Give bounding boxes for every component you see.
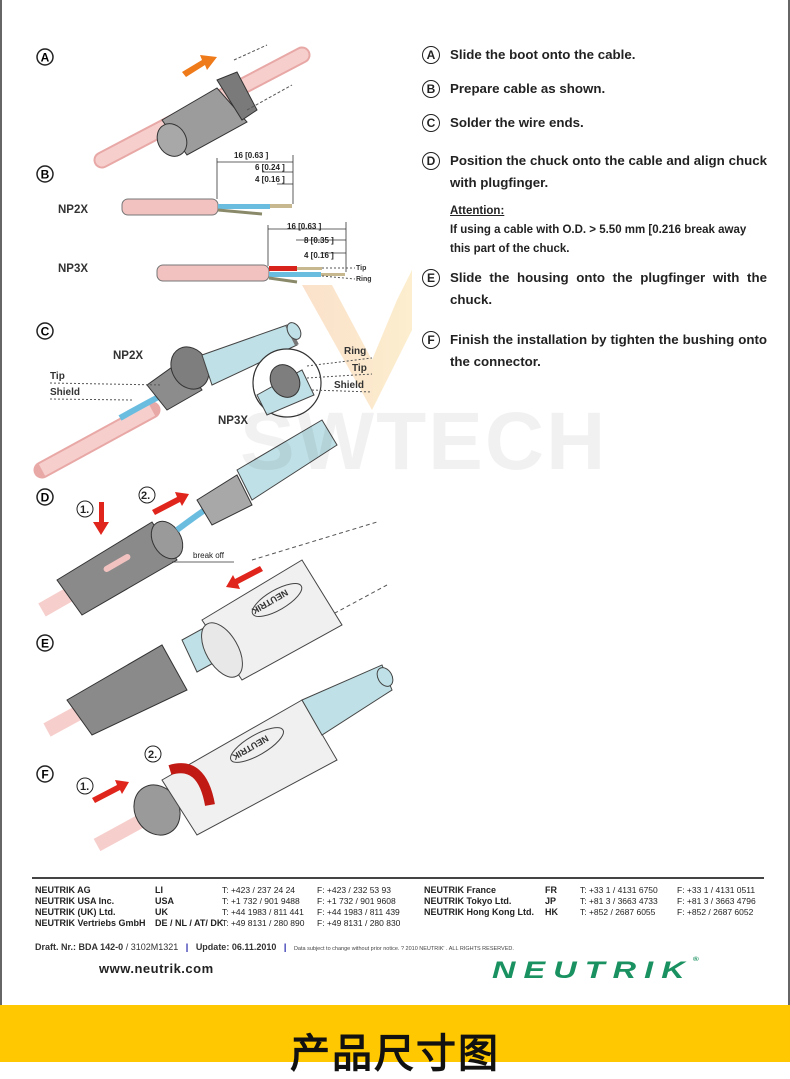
- svg-text:8 [0.35 ]: 8 [0.35 ]: [304, 236, 334, 245]
- section-label-f: F: [36, 765, 54, 783]
- svg-text:6 [0.24 ]: 6 [0.24 ]: [255, 163, 285, 172]
- svg-text:Tip: Tip: [356, 265, 366, 272]
- svg-text:1.: 1.: [80, 781, 89, 793]
- step-letter-b: B: [422, 80, 440, 98]
- section-label-c: C: [36, 322, 54, 340]
- attention-text: If using a cable with O.D. > 5.50 mm [0.…: [450, 224, 747, 255]
- instruction-steps: A Slide the boot onto the cable. B Prepa…: [422, 44, 767, 373]
- step-c: C Solder the wire ends.: [422, 112, 767, 134]
- assembly-illustrations: A B C D E F NP2X: [33, 44, 412, 852]
- svg-text:E: E: [41, 637, 49, 651]
- svg-text:2.: 2.: [148, 749, 157, 761]
- step-b: B Prepare cable as shown.: [422, 78, 767, 100]
- step-a: A Slide the boot onto the cable.: [422, 44, 767, 66]
- step-text: Position the chuck onto the cable and al…: [450, 153, 767, 190]
- svg-text:16 [0.63 ]: 16 [0.63 ]: [234, 151, 269, 160]
- draft-code: / 3102M1321: [123, 942, 179, 952]
- section-label-e: E: [36, 634, 54, 652]
- separator: |: [283, 942, 287, 952]
- svg-text:NP3X: NP3X: [218, 415, 248, 427]
- illustration-d-chuck: 1. 2. break off: [38, 419, 388, 621]
- svg-text:Tip: Tip: [50, 371, 65, 382]
- attention-note: Attention: If using a cable with O.D. > …: [422, 202, 767, 259]
- draft-number: Draft. Nr.: BDA 142-0: [35, 942, 124, 952]
- step-letter-f: F: [422, 331, 440, 349]
- illustration-a-boot: [93, 44, 311, 169]
- step-text: Solder the wire ends.: [450, 115, 584, 130]
- svg-text:F: F: [41, 768, 48, 782]
- svg-text:D: D: [41, 491, 50, 505]
- neutrik-logo: NEUTRIK®: [492, 957, 699, 984]
- svg-text:Tip: Tip: [352, 363, 367, 374]
- step-e: E Slide the housing onto the plugfinger …: [422, 267, 767, 311]
- step-letter-d: D: [422, 152, 440, 170]
- step-letter-e: E: [422, 269, 440, 287]
- svg-text:Shield: Shield: [50, 387, 80, 398]
- illustration-f-bushing: NEUTRIK 1. 2.: [76, 664, 394, 852]
- arrow-icon: [182, 55, 217, 77]
- update-date: Update: 06.11.2010: [195, 942, 277, 952]
- section-label-a: A: [36, 48, 54, 66]
- svg-text:Ring: Ring: [344, 346, 366, 357]
- svg-text:Shield: Shield: [334, 380, 364, 391]
- section-banner: 产品尺寸图: [0, 1005, 790, 1077]
- np2x-label: NP2X: [58, 204, 88, 216]
- separator: |: [185, 942, 189, 952]
- illustration-b-cable-prep: NP2X 16 [0.63 ] 6 [0.24 ] 4 [0.16 ] NP3X: [58, 151, 372, 284]
- watermark: SWTECH: [240, 396, 608, 487]
- step-text: Slide the housing onto the plugfinger wi…: [450, 270, 767, 307]
- step-text: Prepare cable as shown.: [450, 81, 606, 96]
- illustration-e-housing: NEUTRIK: [43, 559, 343, 737]
- draft-line: Draft. Nr.: BDA 142-0 / 3102M1321 | Upda…: [35, 942, 514, 952]
- svg-text:4 [0.16 ]: 4 [0.16 ]: [304, 251, 334, 260]
- step-f: F Finish the installation by tighten the…: [422, 329, 767, 373]
- watermark-logo: [302, 270, 412, 410]
- step-text: Finish the installation by tighten the b…: [450, 332, 767, 369]
- svg-text:2.: 2.: [141, 490, 150, 502]
- attention-title: Attention:: [450, 205, 505, 217]
- svg-text:A: A: [41, 51, 50, 65]
- svg-text:4 [0.16 ]: 4 [0.16 ]: [255, 175, 285, 184]
- step-text: Slide the boot onto the cable.: [450, 47, 636, 62]
- footer-divider: [32, 877, 764, 879]
- section-label-b: B: [36, 165, 54, 183]
- step-d: D Position the chuck onto the cable and …: [422, 150, 767, 194]
- svg-text:16 [0.63 ]: 16 [0.63 ]: [287, 222, 322, 231]
- svg-text:C: C: [41, 325, 50, 339]
- instruction-sheet: A B C D E F NP2X: [0, 0, 790, 1005]
- step-letter-a: A: [422, 46, 440, 64]
- svg-text:Ring: Ring: [356, 276, 372, 283]
- svg-text:B: B: [41, 168, 50, 182]
- website-link[interactable]: www.neutrik.com: [99, 961, 214, 976]
- step-letter-c: C: [422, 114, 440, 132]
- section-label-d: D: [36, 488, 54, 506]
- np3x-label: NP3X: [58, 263, 88, 275]
- disclaimer: Data subject to change without prior not…: [293, 946, 514, 952]
- svg-text:NP2X: NP2X: [113, 350, 143, 362]
- banner-title: 产品尺寸图: [290, 1031, 500, 1077]
- svg-text:1.: 1.: [80, 504, 89, 516]
- illustration-c-solder: NP2X Tip Shield Ring Tip Shield NP3X: [33, 322, 373, 479]
- svg-text:break off: break off: [193, 551, 225, 560]
